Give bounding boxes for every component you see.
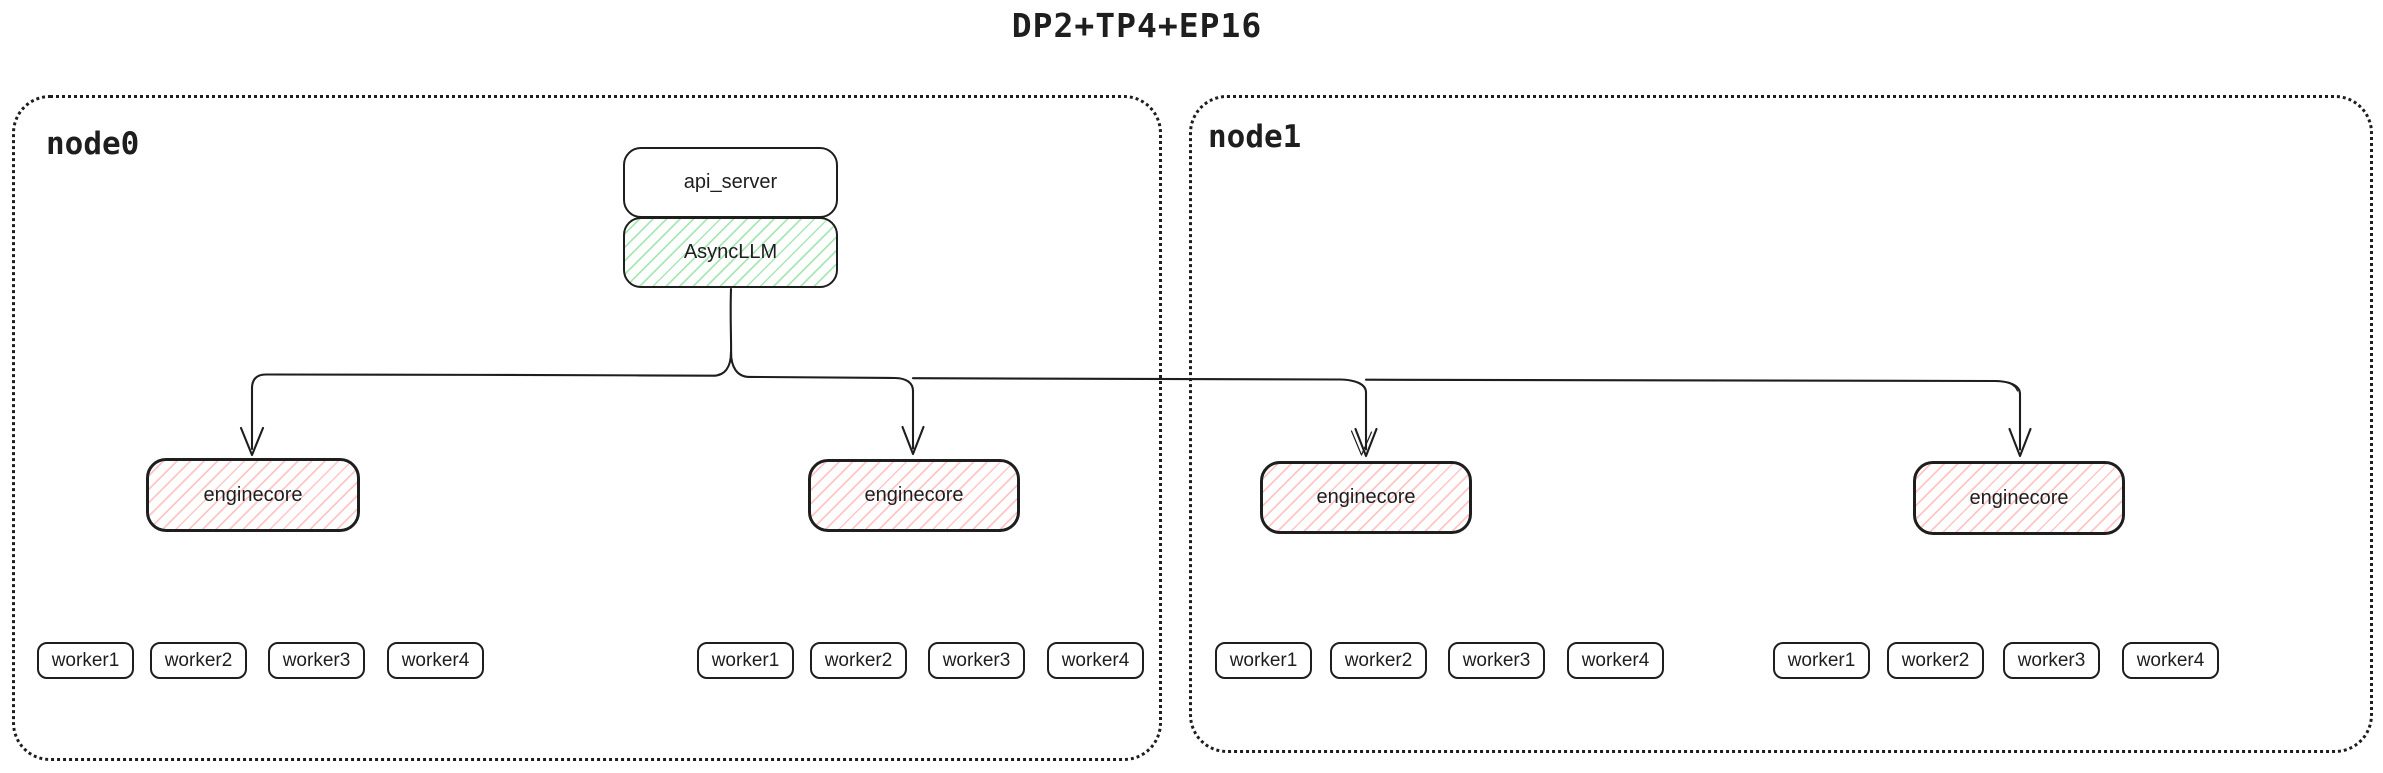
worker-box: worker2 bbox=[150, 642, 247, 679]
worker-box: worker2 bbox=[1887, 642, 1984, 679]
worker-label: worker4 bbox=[1061, 649, 1130, 671]
connector-branch-3 bbox=[911, 377, 1368, 451]
worker-box: worker4 bbox=[2122, 642, 2219, 679]
worker-box: worker2 bbox=[1330, 642, 1427, 679]
node1-container bbox=[1189, 95, 2373, 753]
worker-label: worker2 bbox=[164, 649, 233, 671]
worker-box: worker3 bbox=[268, 642, 365, 679]
worker-box: worker1 bbox=[1773, 642, 1870, 679]
connector-branch-4 bbox=[1364, 378, 2022, 451]
api-server-label: api_server bbox=[683, 171, 778, 193]
worker-box: worker1 bbox=[1215, 642, 1312, 679]
worker-label: worker4 bbox=[2136, 649, 2205, 671]
connector-branch-2 bbox=[729, 350, 915, 450]
connector-left-branch bbox=[250, 350, 733, 451]
worker-box: worker4 bbox=[1567, 642, 1664, 679]
enginecore-label: enginecore bbox=[864, 484, 964, 506]
node0-label: node0 bbox=[46, 126, 140, 162]
worker-box: worker3 bbox=[928, 642, 1025, 679]
worker-label: worker3 bbox=[2017, 649, 2086, 671]
arrowhead-3-double bbox=[1350, 430, 1373, 456]
worker-box: worker3 bbox=[2003, 642, 2100, 679]
worker-label: worker3 bbox=[1462, 649, 1531, 671]
arrowhead-4-double bbox=[1995, 380, 2019, 392]
enginecore-label: enginecore bbox=[1316, 486, 1416, 508]
worker-label: worker2 bbox=[1344, 649, 1413, 671]
node0-container bbox=[12, 95, 1162, 761]
enginecore-label: enginecore bbox=[1969, 486, 2069, 509]
arrowhead-4 bbox=[2008, 427, 2032, 458]
enginecore-box-2: enginecore bbox=[808, 459, 1020, 532]
worker-box: worker1 bbox=[697, 642, 794, 679]
enginecore-label: enginecore bbox=[203, 483, 303, 506]
arrowhead-1 bbox=[239, 426, 265, 457]
worker-label: worker4 bbox=[1581, 649, 1650, 671]
async-llm-box: AsyncLLM bbox=[623, 217, 838, 288]
arrowhead-2 bbox=[901, 425, 925, 456]
enginecore-box-3: enginecore bbox=[1260, 461, 1472, 534]
worker-box: worker4 bbox=[387, 642, 484, 679]
async-llm-label: AsyncLLM bbox=[683, 241, 778, 263]
worker-box: worker1 bbox=[37, 642, 134, 679]
worker-label: worker1 bbox=[51, 649, 120, 671]
worker-label: worker3 bbox=[942, 649, 1011, 671]
worker-label: worker1 bbox=[1229, 649, 1298, 671]
enginecore-box-4: enginecore bbox=[1913, 461, 2125, 535]
worker-box: worker4 bbox=[1047, 642, 1144, 679]
worker-label: worker1 bbox=[1787, 649, 1856, 671]
diagram-title: DP2+TP4+EP16 bbox=[1011, 6, 1263, 45]
enginecore-box-1: enginecore bbox=[146, 458, 360, 532]
api-server-box: api_server bbox=[623, 147, 838, 218]
worker-label: worker1 bbox=[711, 649, 780, 671]
arrowhead-3 bbox=[1354, 427, 1378, 458]
worker-label: worker2 bbox=[1901, 649, 1970, 671]
worker-label: worker4 bbox=[401, 649, 470, 671]
node1-label: node1 bbox=[1208, 119, 1302, 155]
worker-label: worker2 bbox=[824, 649, 893, 671]
worker-box: worker2 bbox=[810, 642, 907, 679]
worker-box: worker3 bbox=[1448, 642, 1545, 679]
worker-label: worker3 bbox=[282, 649, 351, 671]
